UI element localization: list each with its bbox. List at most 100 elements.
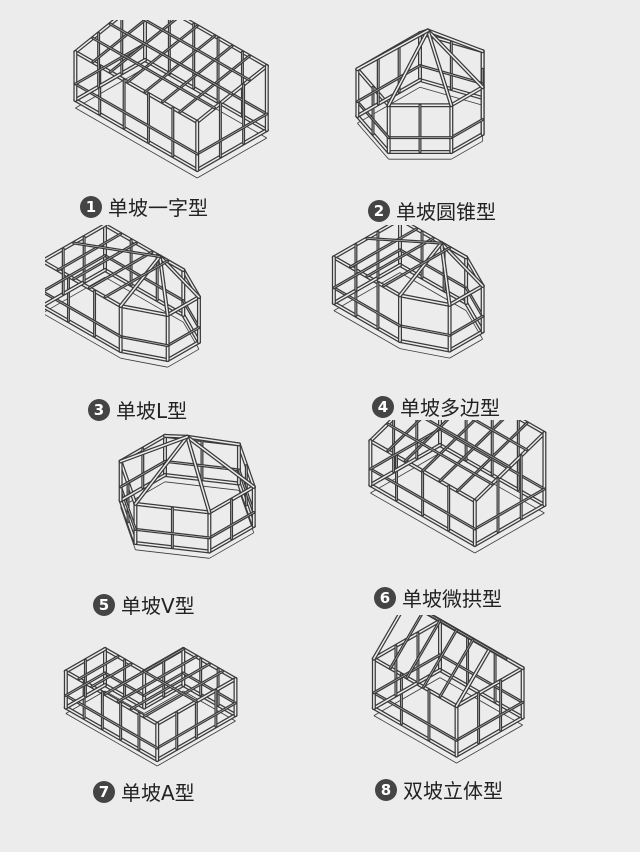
sunroom-type-6: 6 单坡微拱型 [330, 420, 630, 620]
frame-line [419, 65, 483, 84]
frame-line [383, 247, 450, 287]
frame-line [333, 302, 401, 342]
frame-line [449, 316, 483, 336]
frame-line [134, 436, 188, 505]
frame-line [120, 336, 168, 346]
ground-line [333, 272, 401, 311]
frame-line [57, 233, 121, 271]
number-badge: 8 [375, 778, 397, 801]
frame-line [474, 420, 528, 451]
frame-line [74, 99, 198, 171]
sunroom-drawing-8 [371, 615, 525, 764]
number-badge: 3 [88, 398, 110, 421]
caption-text: 单坡圆锥型 [396, 200, 496, 224]
frame-line [73, 242, 137, 280]
frame-line [104, 260, 168, 298]
number-badge: 6 [374, 586, 396, 609]
sunroom-drawing-1 [73, 20, 269, 179]
frame-line [120, 486, 136, 530]
sunroom-drawing-3 [45, 225, 201, 368]
frame-line [387, 423, 493, 485]
ground-line [167, 348, 200, 368]
number-badge: 1 [80, 195, 102, 218]
ground-line [120, 357, 168, 368]
frame-line [448, 330, 484, 352]
frame-line [366, 238, 442, 244]
frame-line [399, 249, 467, 289]
frame-line [333, 249, 401, 289]
frame-line [109, 23, 233, 95]
frame-line [369, 420, 393, 442]
frame-line [182, 314, 200, 343]
frame-line [399, 340, 451, 352]
frame-line [166, 296, 200, 316]
caption-text: 单坡多边型 [400, 396, 500, 420]
frame-line [92, 37, 215, 109]
frame-line [474, 488, 545, 530]
ground-line [399, 348, 450, 359]
frame-line [185, 20, 268, 67]
sunroom-drawing-6 [368, 420, 547, 554]
frame-line [390, 615, 422, 669]
caption-6: 6 单坡微拱型 [374, 583, 502, 612]
frame-line [399, 294, 451, 306]
frame-line [74, 59, 146, 101]
frame-line [73, 242, 161, 257]
caption-4: 4 单坡多边型 [372, 392, 500, 421]
caption-text: 单坡A型 [121, 781, 195, 805]
frame-line [455, 648, 491, 707]
number-badge: 4 [372, 395, 394, 418]
frame-line [370, 468, 476, 530]
frame-line [439, 639, 474, 697]
frame-line [399, 242, 443, 297]
frame-line [439, 654, 523, 703]
ground-line [456, 724, 523, 764]
ground-line [449, 338, 483, 359]
frame-line [427, 420, 510, 468]
frame-line [474, 504, 546, 546]
frame-line [373, 654, 441, 694]
frame-line [144, 59, 268, 131]
frame-line [65, 670, 158, 725]
frame-line [373, 615, 401, 660]
ground-line [143, 690, 184, 714]
frame-line [387, 420, 420, 452]
caption-text: 单坡微拱型 [402, 587, 502, 611]
frame-line [75, 43, 146, 85]
sunroom-drawing-2 [355, 28, 485, 160]
ground-line [157, 720, 236, 767]
frame-line [143, 671, 197, 702]
frame-line [451, 119, 483, 138]
frame-line [472, 639, 507, 659]
frame-line [45, 255, 106, 291]
frame-line [45, 306, 122, 352]
ground-line [370, 452, 441, 494]
frame-line [333, 264, 401, 304]
frame-line [156, 702, 236, 749]
frame-line [186, 436, 255, 488]
frame-line [104, 269, 185, 316]
ground-line [45, 276, 106, 313]
ground-line [75, 67, 146, 109]
frame-line [186, 436, 211, 514]
frame-line [399, 325, 450, 336]
ground-line [474, 512, 545, 554]
ground-line [451, 140, 483, 160]
ground-line [373, 677, 441, 716]
sunroom-type-4: 4 单坡多边型 [330, 225, 630, 425]
frame-line [356, 29, 429, 70]
frame-line [366, 238, 434, 277]
ground-line [370, 492, 475, 554]
frame-line [455, 716, 524, 757]
ground-line [120, 507, 136, 550]
